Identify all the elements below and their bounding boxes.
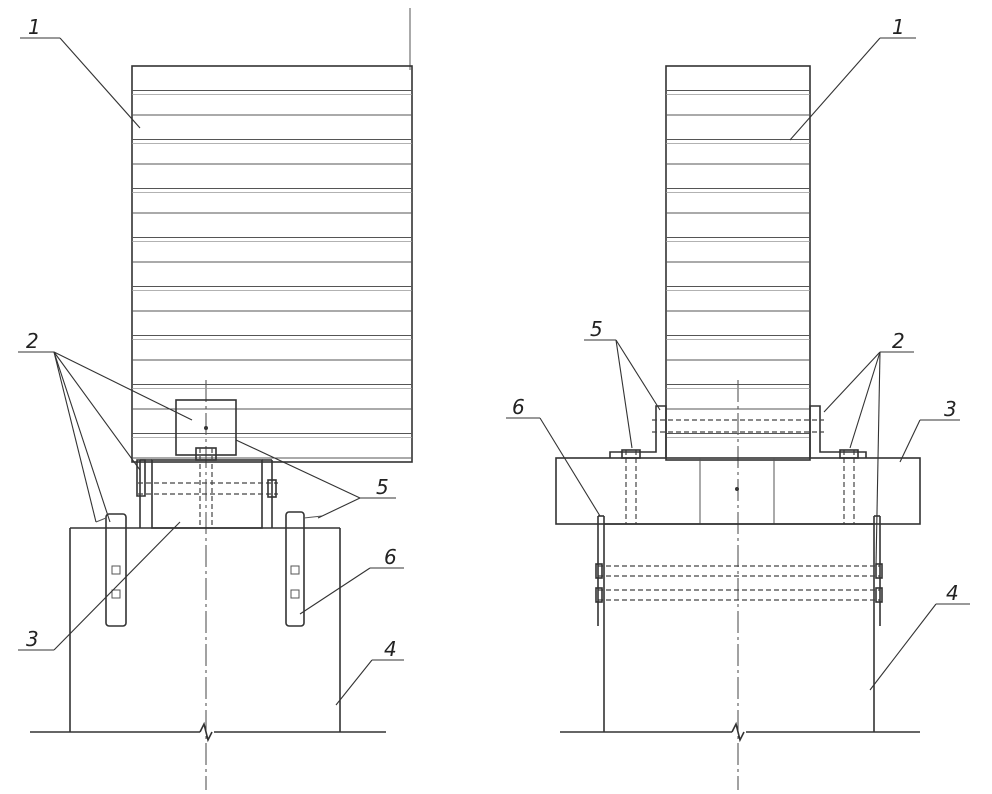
left-view: 1 2 5 6 3 4 (18, 8, 413, 790)
right-label-4: 4 (946, 581, 959, 605)
right-cross-member (555, 449, 921, 525)
right-label-5: 5 (590, 317, 603, 341)
left-leaders (18, 37, 404, 706)
left-pillar (30, 527, 386, 743)
left-side-clip (136, 459, 146, 497)
right-view: 1 5 2 6 3 4 (506, 15, 970, 790)
left-holder-bolt (138, 447, 278, 528)
left-label-5: 5 (376, 475, 389, 499)
right-angle-brackets (609, 405, 867, 458)
right-label-2: 2 (892, 329, 905, 353)
left-top-plate (175, 399, 237, 456)
left-label-3: 3 (26, 627, 39, 651)
right-label-6: 6 (512, 395, 525, 419)
right-stacked-beam (665, 65, 811, 461)
right-label-3: 3 (944, 397, 957, 421)
left-plate-hole (204, 426, 208, 430)
left-label-2: 2 (26, 329, 39, 353)
left-stacked-beam (131, 65, 413, 463)
right-label-1: 1 (892, 15, 905, 39)
left-bracket-left (95, 513, 127, 627)
left-label-6: 6 (384, 545, 397, 569)
right-leaders (506, 37, 970, 691)
left-bracket-right (285, 511, 323, 627)
left-label-1: 1 (28, 15, 41, 39)
left-label-4: 4 (384, 637, 397, 661)
right-pillar (560, 515, 920, 743)
